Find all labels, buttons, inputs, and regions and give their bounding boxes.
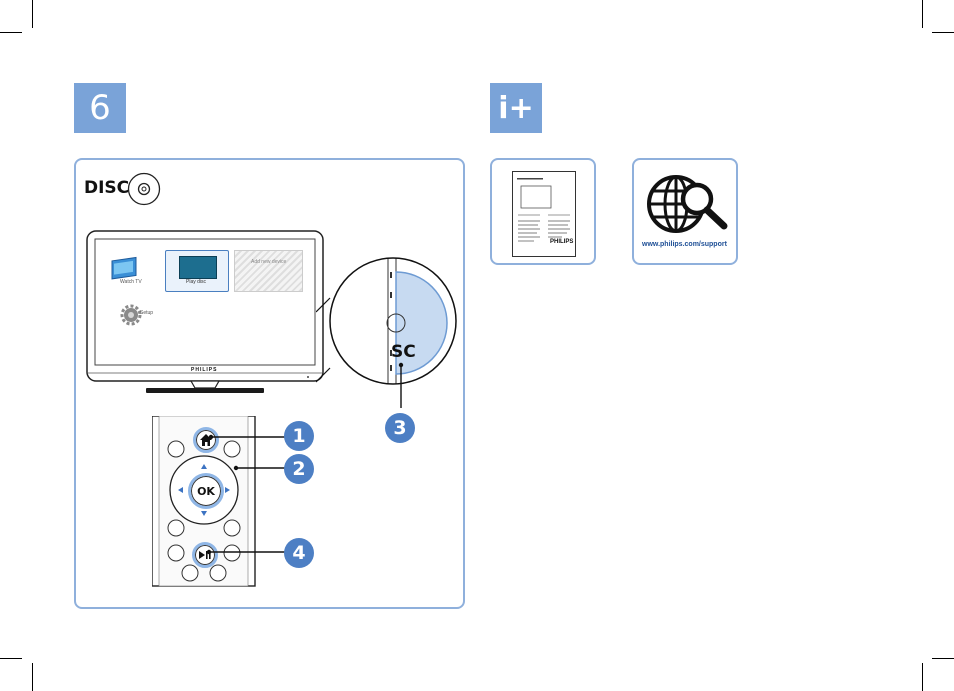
instruction-panel: DISC PHILIPS Watch TV Play disc Add new … bbox=[74, 158, 465, 609]
menu-item-setup[interactable]: Setup bbox=[140, 310, 154, 316]
info-badge: i+ bbox=[490, 83, 542, 133]
menu-item-add-device: Add new device bbox=[251, 259, 287, 265]
step-number: 6 bbox=[89, 88, 111, 128]
crop-mark bbox=[922, 663, 923, 691]
menu-item-play-disc: Play disc bbox=[186, 279, 207, 285]
callout-3: 3 bbox=[385, 413, 415, 443]
support-url[interactable]: www.philips.com/support bbox=[642, 241, 727, 248]
crop-mark bbox=[932, 32, 954, 33]
menu-item-play-disc-tile[interactable]: Play disc bbox=[165, 250, 229, 292]
crop-mark bbox=[0, 658, 22, 659]
globe-search-icon bbox=[647, 175, 728, 233]
support-card[interactable]: www.philips.com/support bbox=[632, 158, 738, 265]
disc-slot-magnifier bbox=[316, 257, 457, 408]
gear-icon bbox=[120, 304, 142, 326]
crop-mark bbox=[932, 658, 954, 659]
manual-icon bbox=[512, 171, 576, 257]
disc-slot-label: SC bbox=[391, 342, 416, 362]
crop-mark bbox=[0, 32, 22, 33]
manual-brand: PHILIPS bbox=[550, 239, 574, 245]
callout-2: 2 bbox=[284, 454, 314, 484]
disc-label: DISC bbox=[84, 178, 130, 198]
info-symbol: i+ bbox=[498, 90, 534, 126]
callout-1: 1 bbox=[284, 421, 314, 451]
ok-button[interactable]: OK bbox=[188, 473, 224, 509]
play-disc-icon bbox=[179, 256, 217, 279]
callout-lines bbox=[206, 434, 288, 555]
menu-item-watch-tv[interactable]: Watch TV bbox=[120, 279, 142, 285]
callout-4: 4 bbox=[284, 538, 314, 568]
crop-mark bbox=[32, 0, 33, 28]
manual-card: PHILIPS bbox=[490, 158, 596, 265]
disc-icon bbox=[127, 172, 161, 206]
tv-brand-logo: PHILIPS bbox=[191, 367, 218, 373]
ok-label: OK bbox=[197, 484, 215, 498]
menu-item-add-device-tile[interactable]: Add new device bbox=[234, 250, 303, 292]
play-pause-icon bbox=[199, 551, 211, 559]
step-6-badge: 6 bbox=[74, 83, 126, 133]
play-pause-button[interactable] bbox=[192, 542, 218, 568]
watch-tv-icon bbox=[111, 256, 137, 280]
crop-mark bbox=[922, 0, 923, 28]
home-button[interactable] bbox=[193, 427, 219, 453]
crop-mark bbox=[32, 663, 33, 691]
